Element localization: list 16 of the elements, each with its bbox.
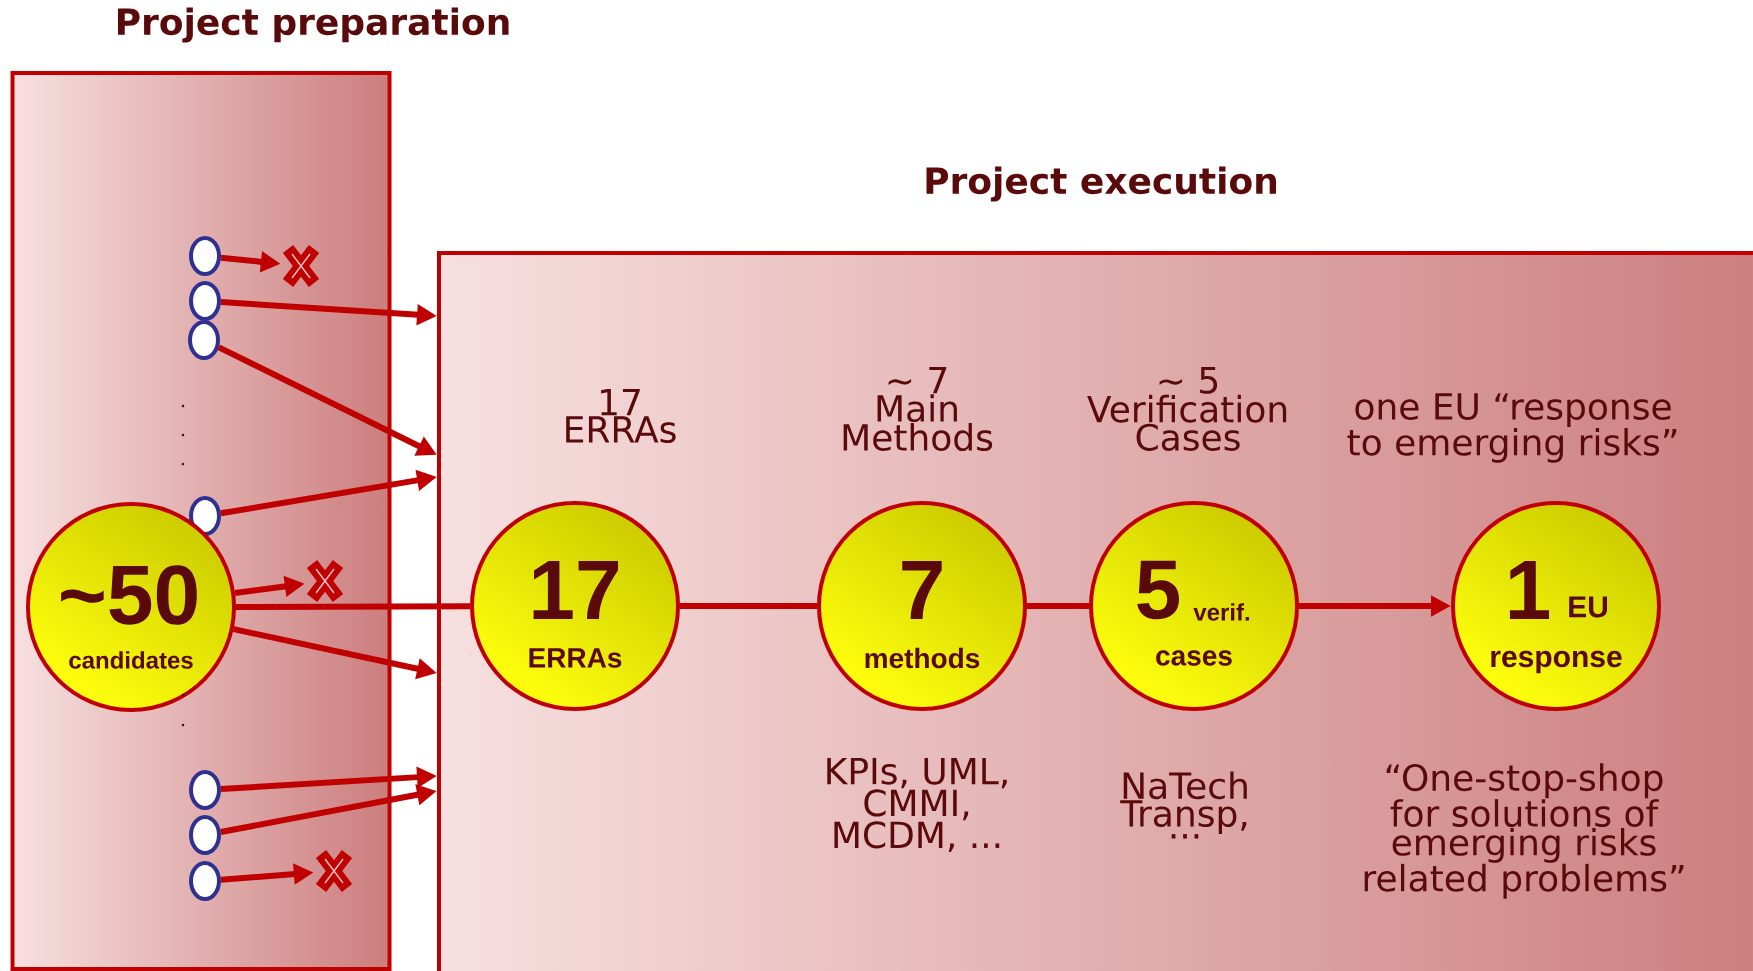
small-ellipse — [189, 770, 221, 810]
node-label: 17 ERRAs — [566, 389, 676, 443]
small-ellipse — [188, 320, 220, 360]
small-ellipse — [189, 281, 221, 321]
node-label: ~ 5 Verification Cases — [1087, 367, 1287, 451]
small-ellipse — [189, 236, 221, 276]
panel-title: Project execution — [926, 166, 1276, 202]
node-label: ~ 7 Main Methods — [843, 367, 993, 451]
node-label: NaTech Transp, ... — [1120, 771, 1247, 839]
small-ellipse — [189, 815, 221, 855]
node-label: KPIs, UML, CMMI, MCDM, ... — [827, 757, 1007, 853]
panel-title: Project preparation — [118, 7, 509, 43]
node-label: one EU “response to emerging risks” — [1347, 393, 1677, 463]
small-ellipse — [189, 861, 221, 901]
node-label: “One-stop-shop for solutions of emerging risks related problems” — [1364, 763, 1684, 899]
connector-line — [236, 603, 471, 610]
